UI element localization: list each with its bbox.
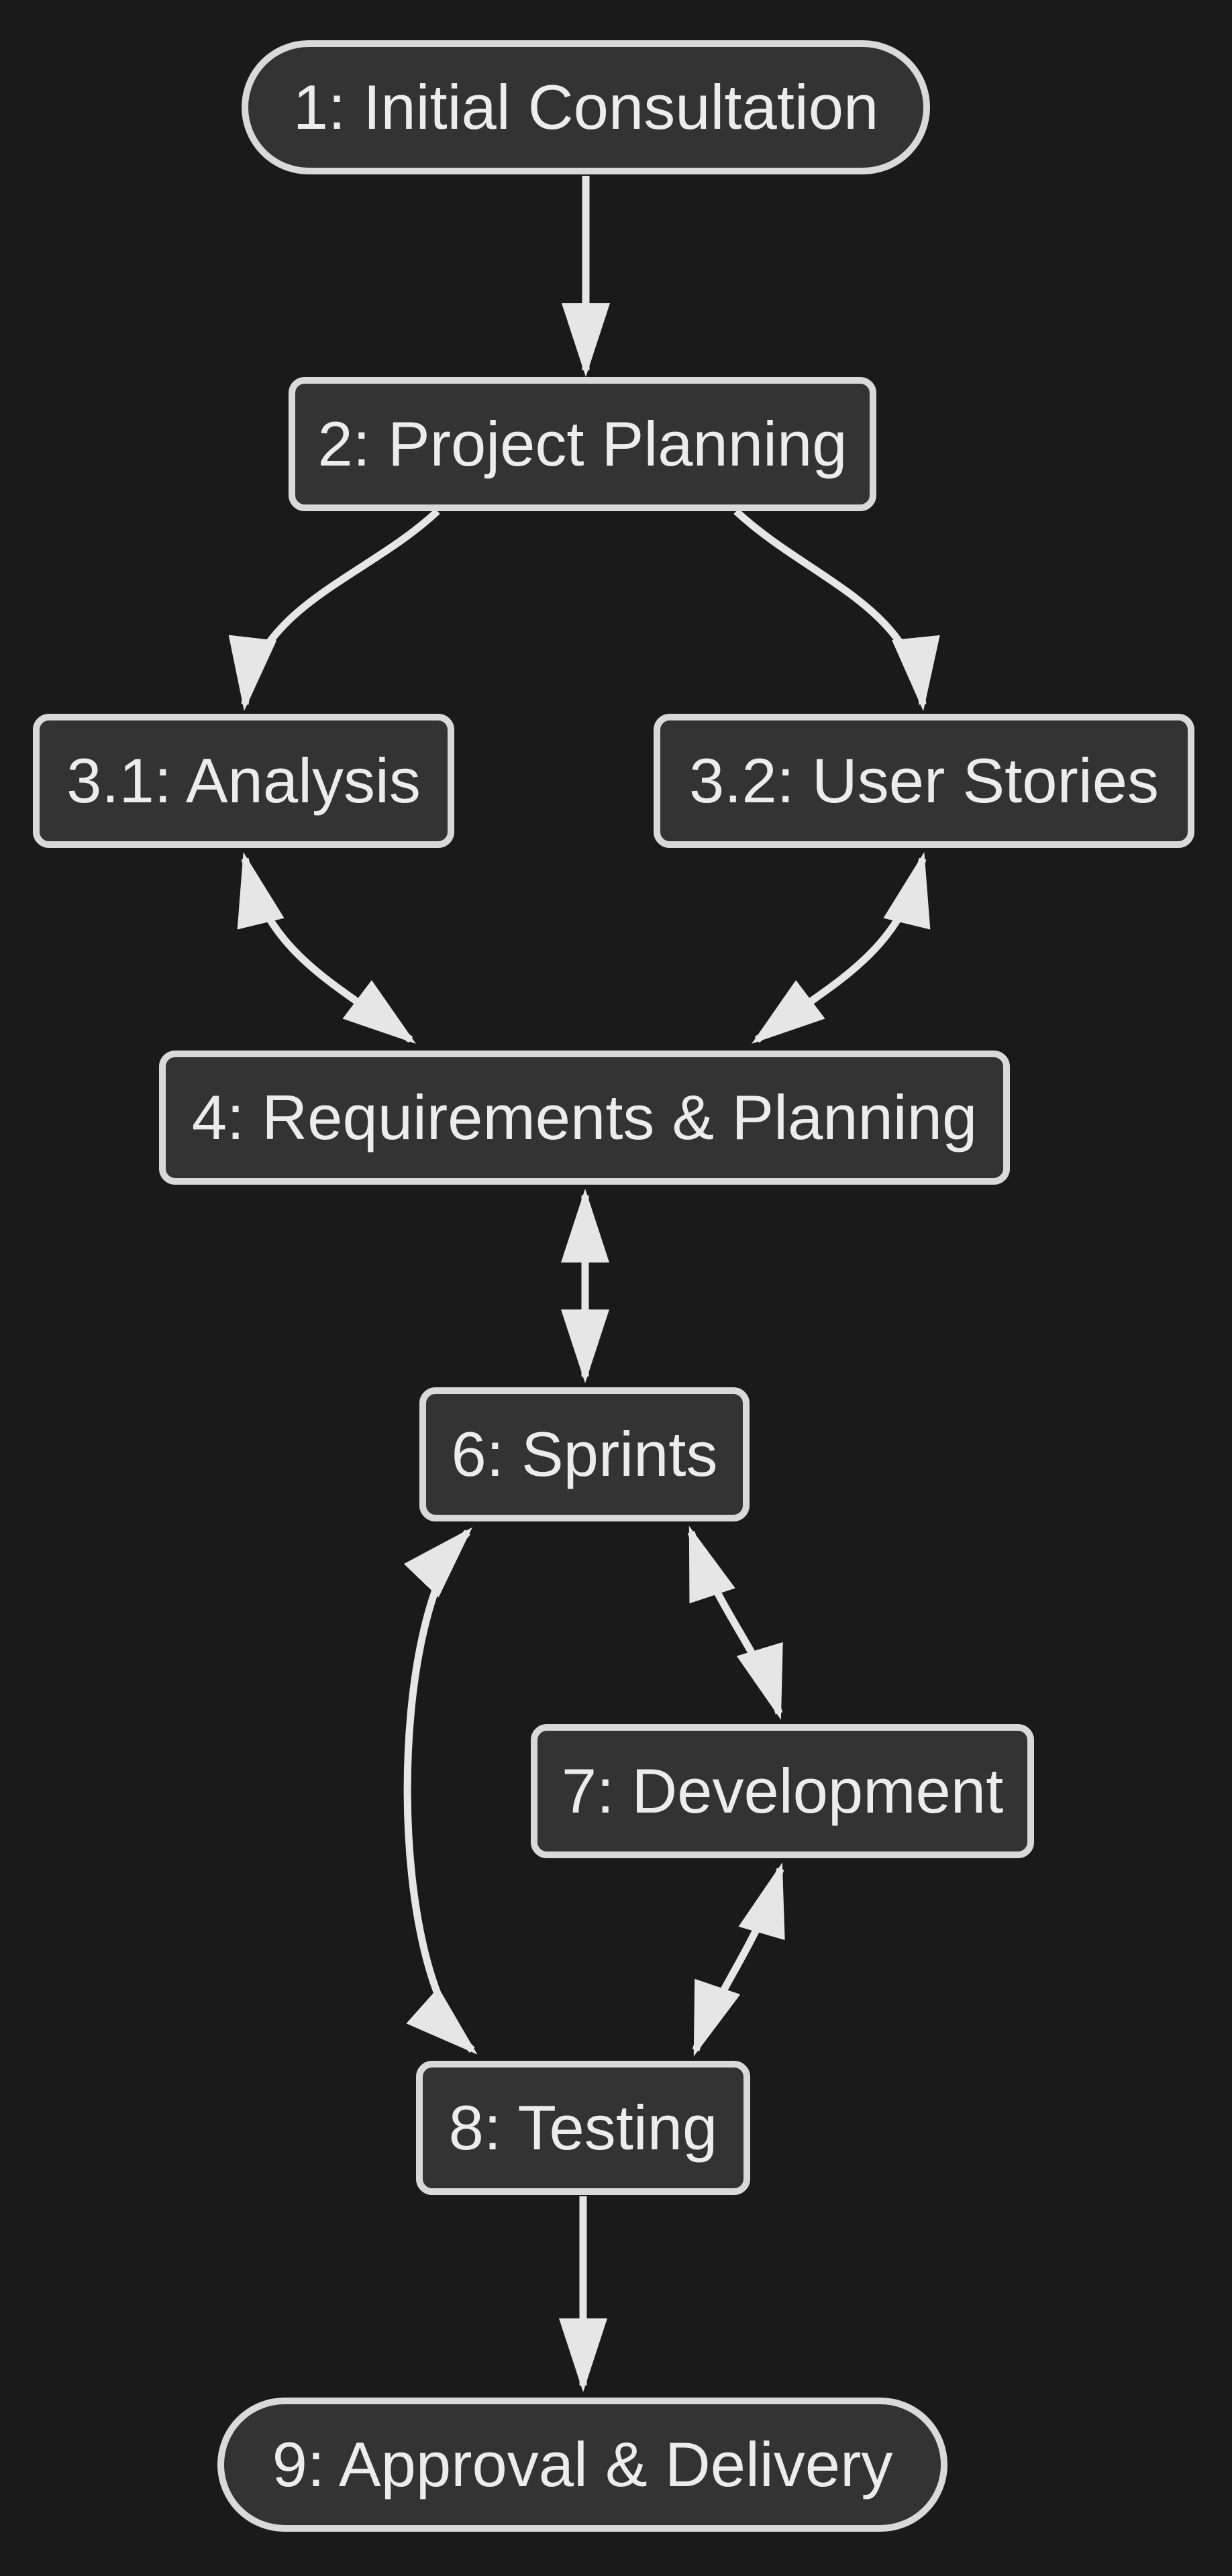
node-sprints-label: 6: Sprints xyxy=(451,1419,718,1489)
node-requirements-planning: 4: Requirements & Planning xyxy=(159,1051,1010,1185)
node-sprints: 6: Sprints xyxy=(419,1387,750,1521)
node-development-label: 7: Development xyxy=(561,1756,1004,1826)
node-analysis-label: 3.1: Analysis xyxy=(66,745,421,816)
edge-6-to-7-bidirectional xyxy=(687,1525,783,1720)
edge-3.1-to-4-bidirectional xyxy=(237,852,416,1044)
edge-3.2-to-4-bidirectional xyxy=(752,852,931,1044)
node-initial-consultation: 1: Initial Consultation xyxy=(242,40,930,174)
node-development: 7: Development xyxy=(531,1724,1034,1858)
node-requirements-planning-label: 4: Requirements & Planning xyxy=(191,1082,978,1152)
node-initial-consultation-label: 1: Initial Consultation xyxy=(293,72,879,142)
node-project-planning-label: 2: Project Planning xyxy=(317,409,848,479)
node-testing-label: 8: Testing xyxy=(448,2092,718,2163)
edge-6-to-8-bidirectional xyxy=(403,1527,478,2055)
node-approval-delivery-label: 9: Approval & Delivery xyxy=(272,2429,893,2500)
node-user-stories-label: 3.2: User Stories xyxy=(688,745,1160,816)
node-testing: 8: Testing xyxy=(416,2061,750,2195)
edge-2-to-3.1 xyxy=(228,508,440,711)
edge-2-to-3.2 xyxy=(733,508,940,711)
edge-7-to-8-bidirectional xyxy=(692,1862,785,2057)
node-analysis: 3.1: Analysis xyxy=(33,714,454,848)
node-approval-delivery: 9: Approval & Delivery xyxy=(217,2398,947,2532)
node-project-planning: 2: Project Planning xyxy=(289,377,876,511)
node-user-stories: 3.2: User Stories xyxy=(654,714,1194,848)
